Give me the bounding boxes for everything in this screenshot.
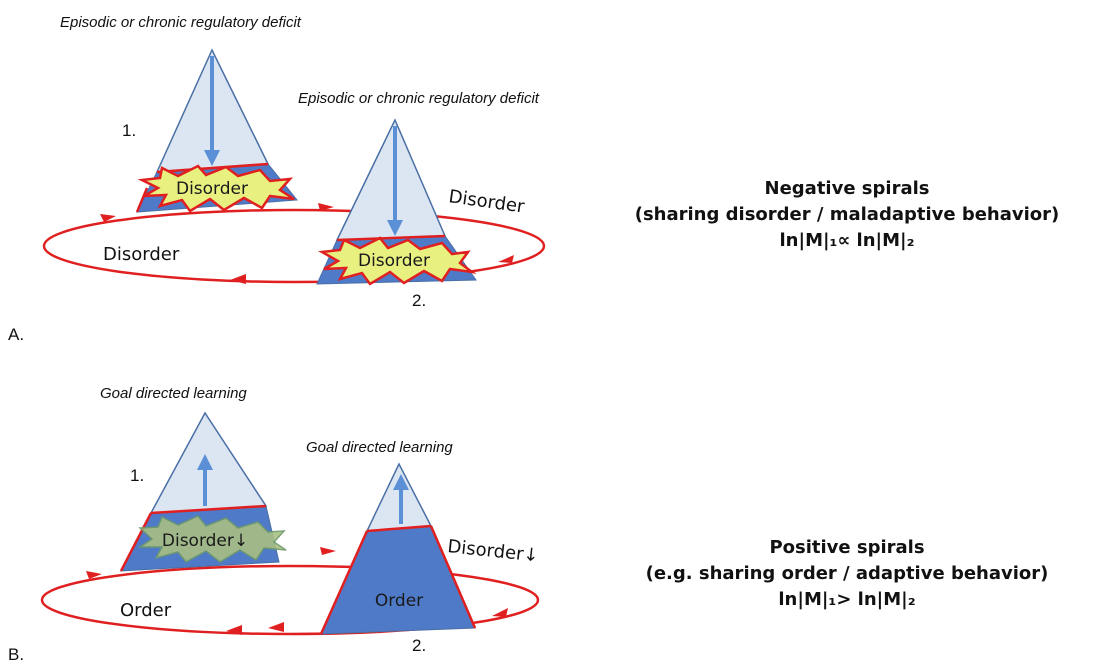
loop-right-label: Disorder↓	[446, 536, 539, 566]
loop-left-label: Disorder	[103, 244, 180, 265]
loop-arrow-icon	[226, 625, 242, 635]
loop-left-label: Order	[120, 600, 172, 621]
inner-label: Disorder↓	[162, 531, 248, 551]
loop-arrow-icon	[318, 203, 334, 211]
positive-spirals-formula: ln|M|₁> ln|M|₂	[778, 589, 916, 610]
inner-label: Disorder	[358, 251, 430, 271]
panel-b-label: B.	[8, 645, 24, 664]
panel-a: Disorder Disorder Episodic or chronic re…	[8, 14, 546, 344]
positive-spirals-subtitle: (e.g. sharing order / adaptive behavior)	[645, 563, 1049, 584]
loop-arrow-icon	[230, 274, 246, 284]
loop-arrow-icon	[100, 214, 116, 222]
loop-ellipse-b	[40, 564, 540, 636]
peak-2-caption: Episodic or chronic regulatory deficit	[298, 90, 540, 107]
disorder-burst	[318, 236, 477, 286]
positive-spirals-text: Positive spirals (e.g. sharing order / a…	[600, 535, 1094, 613]
peak-2-a: Disorder	[316, 118, 477, 286]
loop-ellipse-a	[42, 208, 546, 284]
positive-spirals-title: Positive spirals	[769, 537, 925, 558]
peak-1-number: 1.	[122, 121, 136, 140]
negative-spirals-subtitle: (sharing disorder / maladaptive behavior…	[634, 204, 1060, 225]
cone-top	[335, 118, 447, 241]
loop-arrow-icon	[268, 622, 284, 632]
loop-arrow-icon	[498, 255, 514, 263]
peak-2-number: 2.	[412, 636, 426, 655]
disorder-burst	[137, 164, 295, 213]
disorder-burst	[137, 515, 287, 563]
peak-1-caption: Goal directed learning	[100, 385, 247, 402]
peak-1-caption: Episodic or chronic regulatory deficit	[60, 14, 302, 31]
negative-spirals-title: Negative spirals	[764, 178, 930, 199]
cone-top	[149, 411, 268, 514]
peak-2-number: 2.	[412, 291, 426, 310]
peak-1-a: Disorder	[135, 48, 298, 213]
loop-right-label: Disorder	[447, 186, 526, 217]
peak-1-number: 1.	[130, 466, 144, 485]
negative-spirals-text: Negative spirals (sharing disorder / mal…	[600, 176, 1094, 254]
peak-1-b: Disorder↓	[119, 411, 287, 572]
loop-arrow-icon	[86, 571, 102, 579]
loop-arrow-icon	[492, 608, 508, 617]
panel-b: Disorder↓ Order Goal directed learning G…	[8, 385, 540, 664]
panel-a-label: A.	[8, 325, 24, 344]
inner-label: Order	[375, 591, 423, 611]
negative-spirals-formula: ln|M|₁∝ ln|M|₂	[779, 230, 915, 251]
loop-arrow-icon	[320, 547, 336, 555]
inner-label: Disorder	[176, 179, 248, 199]
peak-2-b: Order	[319, 462, 477, 635]
peak-2-caption: Goal directed learning	[306, 439, 453, 456]
